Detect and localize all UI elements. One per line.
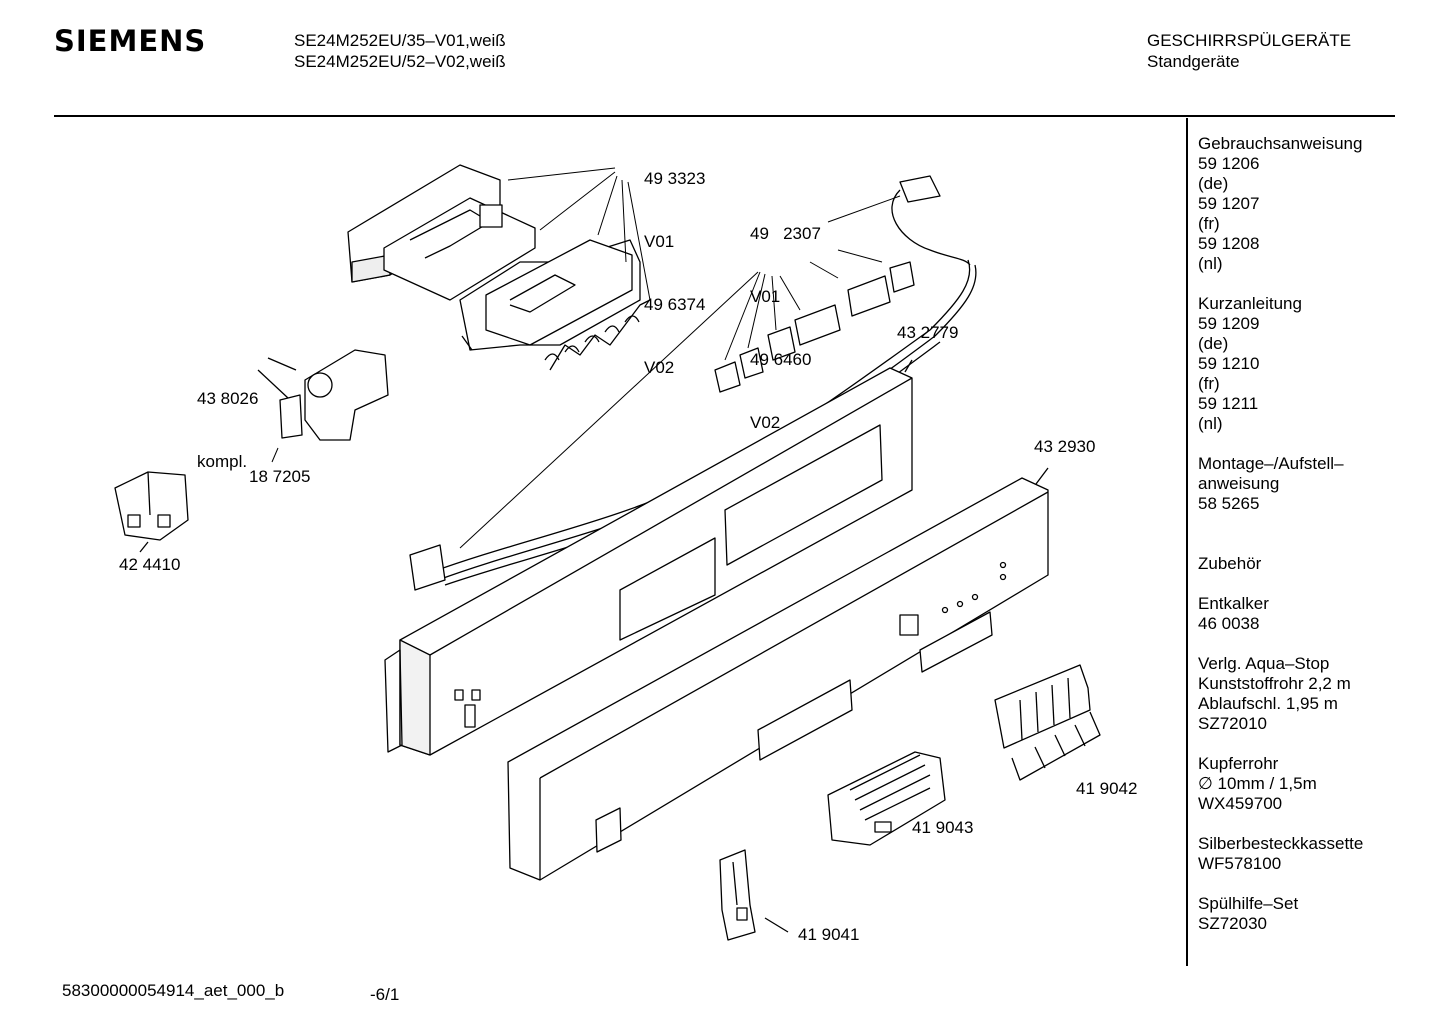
part-label-43-2779: 43 2779 (897, 323, 959, 342)
sidebar-value: anweisung (1198, 474, 1280, 493)
sidebar-value: SZ72010 (1198, 714, 1267, 733)
version-code: V01 (644, 232, 675, 251)
part-label-42-4410: 42 4410 (119, 555, 181, 574)
sidebar-group-copper-pipe: Kupferrohr ∅ 10mm / 1,5m WX459700 (1198, 754, 1363, 814)
part-label-18-7205: 18 7205 (249, 467, 311, 486)
buttons-part (994, 664, 1101, 781)
leader-line-18-7205 (271, 447, 279, 463)
front-panel-part (507, 467, 1049, 881)
document-id: 58300000054914_aet_000_b (62, 981, 285, 1000)
cover-part (827, 751, 946, 846)
sidebar-value: (de) (1198, 174, 1229, 193)
page-number: -6/1 (370, 985, 400, 1004)
sidebar-group-aquastop: Verlg. Aqua–Stop Kunststoffrohr 2,2 m Ab… (1198, 654, 1363, 734)
sidebar-group-rinse-aid: Spülhilfe–Set SZ72030 (1198, 894, 1363, 934)
part-label-49-3323: 49 3323 V01 49 6374 V02 (644, 126, 705, 399)
leader-lines-49-3323 (507, 167, 651, 301)
sidebar-value: 59 1209 (1198, 314, 1260, 333)
header-divider (54, 115, 1395, 117)
documentation-sidebar: Gebrauchsanweisung 59 1206 (de) 59 1207 … (1198, 134, 1363, 934)
part-label-41-9042: 41 9042 (1076, 779, 1138, 798)
part-number: 43 8026 (197, 389, 259, 408)
sidebar-value: ∅ 10mm / 1,5m (1198, 774, 1317, 793)
sidebar-group-installation: Montage–/Aufstell– anweisung 58 5265 (1198, 454, 1363, 514)
part-number: 49 3323 (644, 169, 706, 188)
sidebar-value: 46 0038 (1198, 614, 1260, 633)
part-label-43-8026: 43 8026 kompl. (197, 346, 258, 493)
category-line: Standgeräte (1147, 52, 1240, 71)
sidebar-value: 59 1211 (1198, 394, 1259, 413)
sidebar-group-quickguide: Kurzanleitung 59 1209 (de) 59 1210 (fr) … (1198, 294, 1363, 434)
sidebar-group-cutlery-basket: Silberbesteckkassette WF578100 (1198, 834, 1363, 874)
appliance-category: GESCHIRRSPÜLGERÄTE Standgeräte (1147, 30, 1351, 72)
sidebar-heading: Spülhilfe–Set (1198, 894, 1299, 913)
model-line: SE24M252EU/35–V01,weiß (294, 31, 506, 50)
clip-part (719, 849, 789, 941)
sidebar-group-accessories: Zubehör (1198, 554, 1363, 574)
version-code: V02 (750, 413, 781, 432)
sidebar-value: 59 1206 (1198, 154, 1260, 173)
sidebar-heading: Silberbesteckkassette (1198, 834, 1364, 853)
sidebar-value: (nl) (1198, 254, 1223, 273)
sidebar-value: WF578100 (1198, 854, 1282, 873)
sidebar-value: 59 1207 (1198, 194, 1260, 213)
part-label-41-9041: 41 9041 (798, 925, 860, 944)
part-number: 49 6374 (644, 295, 706, 314)
sidebar-value: (de) (1198, 334, 1229, 353)
leader-lines-49-2307 (459, 195, 901, 549)
sidebar-heading: Kupferrohr (1198, 754, 1279, 773)
part-number: 49 6460 (750, 350, 812, 369)
part-label-41-9043: 41 9043 (912, 818, 974, 837)
version-code: V01 (750, 287, 781, 306)
sidebar-value: WX459700 (1198, 794, 1283, 813)
sidebar-heading: Montage–/Aufstell– (1198, 454, 1344, 473)
sidebar-value: Ablaufschl. 1,95 m (1198, 694, 1338, 713)
sidebar-heading: Kurzanleitung (1198, 294, 1302, 313)
version-code: V02 (644, 358, 675, 377)
electronic-module-part (347, 164, 651, 371)
sidebar-value: SZ72030 (1198, 914, 1267, 933)
model-numbers: SE24M252EU/35–V01,weiß SE24M252EU/52–V02… (294, 30, 506, 72)
sidebar-value: 59 1208 (1198, 234, 1260, 253)
door-lock-part (257, 349, 389, 441)
model-line: SE24M252EU/52–V02,weiß (294, 52, 506, 71)
sidebar-heading: Entkalker (1198, 594, 1269, 613)
sidebar-value: (fr) (1198, 214, 1220, 233)
sidebar-group-manual: Gebrauchsanweisung 59 1206 (de) 59 1207 … (1198, 134, 1363, 274)
inner-frame-part (384, 359, 913, 756)
sidebar-value: (nl) (1198, 414, 1223, 433)
sidebar-heading: Zubehör (1198, 554, 1262, 573)
sidebar-heading: Gebrauchsanweisung (1198, 134, 1363, 153)
part-label-49-2307: 49 2307 V01 49 6460 V02 (750, 181, 821, 454)
category-line: GESCHIRRSPÜLGERÄTE (1147, 31, 1352, 50)
sidebar-value: (fr) (1198, 374, 1220, 393)
sidebar-value: 58 5265 (1198, 494, 1260, 513)
part-note: kompl. (197, 452, 248, 471)
switch-part (114, 471, 189, 553)
part-label-43-2930: 43 2930 (1034, 437, 1096, 456)
sidebar-value: Kunststoffrohr 2,2 m (1198, 674, 1351, 693)
part-number: 49 2307 (750, 224, 821, 243)
sidebar-value: 59 1210 (1198, 354, 1260, 373)
brand-logo: SIEMENS (54, 24, 207, 58)
sidebar-group-descaler: Entkalker 46 0038 (1198, 594, 1363, 634)
sidebar-heading: Verlg. Aqua–Stop (1198, 654, 1330, 673)
sidebar-divider (1186, 118, 1188, 966)
